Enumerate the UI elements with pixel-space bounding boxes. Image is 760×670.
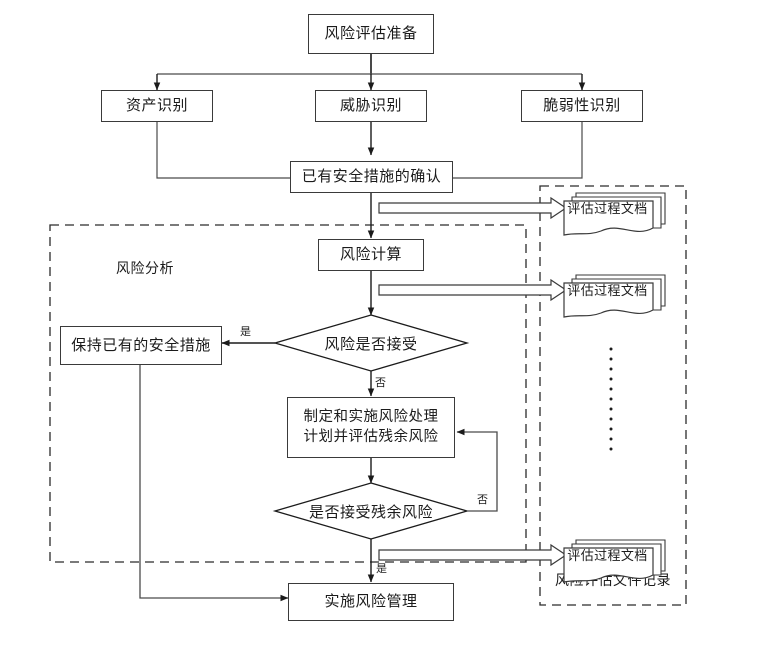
- node-keep-existing-controls[interactable]: 保持已有的安全措施: [60, 326, 222, 365]
- edge-label-residual-no: 否: [477, 493, 489, 506]
- group-label-risk-analysis: 风险分析: [116, 261, 174, 277]
- edge-label-accept-no: 否: [375, 376, 387, 389]
- edge-vuln-to-controls: [453, 122, 583, 179]
- node-vulnerability-identification[interactable]: 脆弱性识别: [521, 90, 643, 122]
- risk-analysis-group-border: [49, 224, 527, 563]
- node-asset-identification[interactable]: 资产识别: [101, 90, 213, 122]
- document-stack-2[interactable]: [560, 272, 670, 320]
- edge-decision2-no-loopback: [456, 428, 498, 512]
- node-existing-controls-confirmation[interactable]: 已有安全措施的确认: [290, 161, 453, 193]
- block-arrow-calc-to-doc2: [378, 278, 568, 302]
- document-stack-3[interactable]: [560, 537, 670, 585]
- edge-label-residual-yes: 是: [376, 562, 388, 575]
- node-implement-risk-management[interactable]: 实施风险管理: [288, 583, 454, 621]
- node-risk-calculation[interactable]: 风险计算: [318, 239, 424, 271]
- decision-risk-accept-shape: [272, 314, 470, 372]
- decision-residual-accept-shape: [272, 482, 470, 540]
- edge-label-accept-yes: 是: [240, 325, 252, 338]
- block-arrow-decision2-to-doc3: [378, 543, 568, 567]
- node-risk-assessment-prep[interactable]: 风险评估准备: [308, 14, 434, 54]
- node-risk-treatment-plan[interactable]: 制定和实施风险处理 计划并评估残余风险: [287, 397, 455, 458]
- node-threat-identification[interactable]: 威胁识别: [315, 90, 427, 122]
- edge-keep-to-implement: [139, 365, 289, 602]
- vertical-ellipsis-icon: [609, 347, 613, 451]
- block-arrow-controls-to-doc1: [378, 196, 568, 220]
- document-panel-border: [539, 185, 687, 606]
- edge-asset-to-controls: [156, 122, 290, 179]
- document-stack-1[interactable]: [560, 190, 670, 238]
